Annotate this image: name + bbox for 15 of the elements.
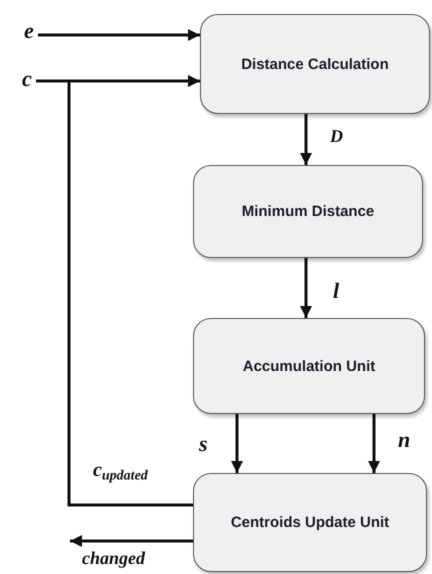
arrow — [368, 414, 380, 473]
process-box: Centroids Update Unit — [193, 473, 427, 572]
variable-label: c — [22, 68, 36, 92]
arrow — [231, 414, 243, 473]
arrow — [68, 75, 200, 506]
process-box: Distance Calculation — [200, 14, 430, 114]
process-box: Minimum Distance — [193, 165, 423, 258]
arrow — [300, 114, 312, 165]
arrow — [300, 258, 312, 318]
process-box: Accumulation Unit — [193, 318, 425, 414]
arrow — [70, 535, 193, 547]
variable-label: e — [24, 20, 38, 44]
edge-label: changed — [82, 549, 145, 567]
edge-label: D — [330, 127, 343, 145]
arrow — [38, 29, 200, 41]
